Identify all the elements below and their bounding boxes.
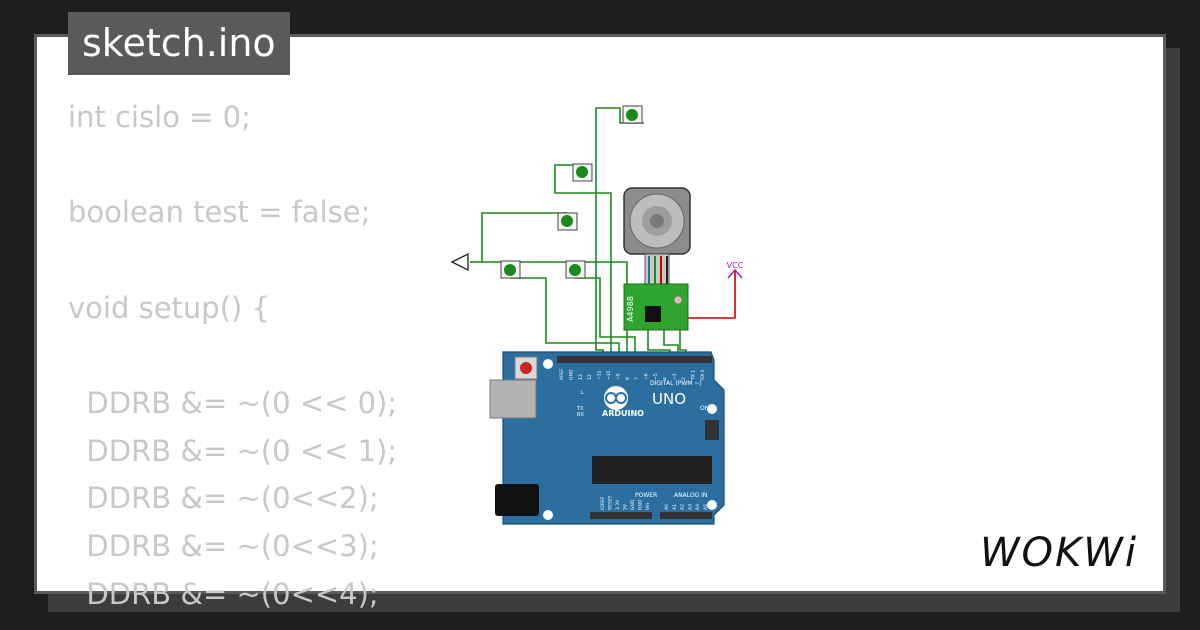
- pin-label: ~5: [653, 373, 659, 380]
- sketch-filename: sketch.ino: [68, 12, 290, 75]
- board-brand: ARDUINO: [602, 409, 644, 418]
- pin-label: RESET: [608, 495, 614, 510]
- push-button[interactable]: [557, 212, 578, 231]
- pin-label: A5: [703, 504, 709, 510]
- pin-label: ~6: [644, 373, 650, 380]
- vcc-label: VCC: [727, 261, 744, 270]
- code-line: void setup() {: [68, 291, 270, 325]
- pin-label: 7: [634, 377, 640, 380]
- analog-label: ANALOG IN: [674, 492, 707, 499]
- pin-label: A0: [664, 504, 670, 510]
- pin-label: GND: [638, 499, 644, 510]
- stepper-driver[interactable]: A4988: [623, 283, 689, 331]
- pin-label: IOREF: [600, 496, 606, 510]
- usb-port: [489, 379, 537, 419]
- stepper-motor[interactable]: [623, 187, 691, 285]
- code-line: boolean test = false;: [68, 195, 371, 229]
- microcontroller-chip: [592, 456, 712, 484]
- power-label: POWER: [635, 492, 657, 499]
- code-line: DDRB &= ~(0<<4);: [68, 577, 379, 611]
- pin-label: 2: [681, 377, 687, 380]
- pin-label: ~11: [597, 370, 603, 380]
- pin-label: ~10: [606, 370, 612, 380]
- on-led-label: ON: [700, 405, 709, 412]
- driver-label: A4988: [626, 296, 635, 322]
- code-line: DDRB &= ~(0 << 1);: [68, 434, 398, 468]
- pin-label: 4: [662, 377, 668, 380]
- led-label-rx: RX: [577, 412, 584, 418]
- led-label-tx: TX: [576, 406, 584, 412]
- code-line: int cislo = 0;: [68, 100, 251, 134]
- push-button[interactable]: [622, 105, 643, 124]
- pin-label: A3: [687, 504, 693, 510]
- wokwi-logo-text: WOKWi: [980, 530, 1138, 576]
- pin-label: GND: [630, 499, 636, 510]
- pin-label: A1: [672, 504, 678, 510]
- ground-symbol: [450, 252, 469, 272]
- push-button[interactable]: [500, 260, 521, 279]
- pin-label: 12: [587, 374, 593, 380]
- pin-label: A4: [695, 504, 701, 510]
- pin-label: 8: [625, 377, 631, 380]
- push-button[interactable]: [565, 260, 586, 279]
- arduino-uno-board[interactable]: UNO ARDUINO DIGITAL (PWM ~) ON POWER ANA…: [489, 351, 725, 525]
- wokwi-logo: WOKWi: [980, 530, 1138, 576]
- circuit-diagram: VCC A4988: [450, 105, 744, 525]
- code-line: DDRB &= ~(0 << 0);: [68, 386, 398, 420]
- pin-label: 5V: [623, 503, 629, 510]
- led-label-l: L: [581, 390, 584, 396]
- power-jack: [495, 484, 539, 516]
- pin-label: ~9: [615, 373, 621, 380]
- code-line: DDRB &= ~(0<<2);: [68, 481, 379, 515]
- pin-label: TX 1: [691, 370, 697, 381]
- pin-label: 3.3V: [615, 499, 621, 510]
- digital-header-label: DIGITAL (PWM ~): [650, 380, 702, 387]
- pin-label: RX 0: [700, 369, 706, 380]
- pin-label: ~3: [672, 373, 678, 380]
- pin-label: A2: [680, 504, 686, 510]
- pin-label: 13: [578, 374, 584, 380]
- vcc-symbol: [727, 268, 743, 279]
- pin-label: AREF: [559, 368, 565, 380]
- code-line: DDRB &= ~(0<<3);: [68, 529, 379, 563]
- pin-label: Vin: [645, 503, 651, 510]
- pin-label: GND: [568, 369, 574, 380]
- code-preview: int cislo = 0; boolean test = false; voi…: [68, 100, 397, 611]
- board-model: UNO: [652, 390, 686, 408]
- push-button[interactable]: [572, 163, 593, 182]
